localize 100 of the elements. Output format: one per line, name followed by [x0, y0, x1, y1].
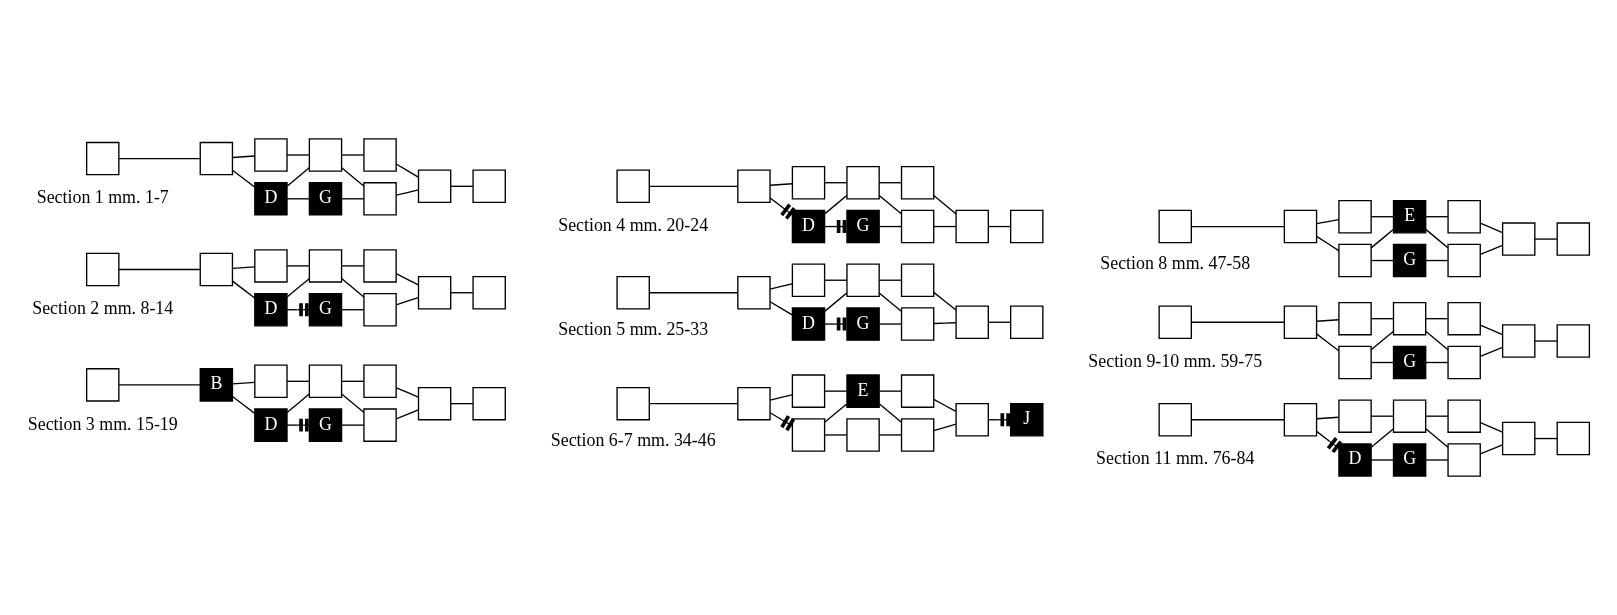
node-box: [472, 386, 506, 421]
node-box: [1501, 222, 1536, 256]
connector: [769, 197, 796, 220]
node-box: [86, 252, 120, 287]
connector: [286, 198, 310, 200]
connector: [1315, 333, 1340, 352]
connector: [933, 322, 957, 325]
connector: [1479, 444, 1504, 455]
node-box: [199, 252, 234, 287]
node-box: [254, 138, 288, 172]
label: Section 6-7 mm. 34-46: [550, 429, 716, 450]
connector: [987, 225, 1012, 228]
node-box: J: [1010, 403, 1044, 437]
connector: [231, 280, 256, 299]
connector: [286, 393, 310, 414]
node-box: [254, 364, 288, 399]
node-box: G: [1392, 243, 1427, 278]
node-box: [1338, 345, 1372, 380]
connector: [118, 384, 201, 386]
connector: [1370, 415, 1394, 417]
connector: [1479, 222, 1504, 234]
node-box: [1556, 324, 1591, 358]
connector: [769, 301, 793, 316]
node-box: [363, 249, 397, 283]
node-box: [900, 165, 935, 200]
node-box: [1283, 209, 1318, 244]
node-box: [86, 141, 120, 176]
node-box: [363, 364, 397, 399]
connector: [231, 395, 256, 415]
node-box: [1338, 301, 1372, 336]
node-box: [1556, 421, 1591, 456]
connector: [878, 403, 902, 423]
connector: [648, 292, 739, 294]
connector: [1479, 421, 1504, 433]
node-box: [417, 275, 452, 310]
node-box: [1447, 199, 1481, 234]
connector: [878, 194, 902, 215]
connector: [286, 418, 310, 432]
node-box: [1392, 399, 1427, 433]
node-box: [616, 386, 650, 421]
connector: [769, 183, 793, 186]
connector: [340, 198, 365, 200]
connector: [1479, 324, 1504, 336]
connector: [878, 434, 902, 436]
connector: [450, 403, 474, 405]
node-box: [1158, 209, 1192, 244]
node-box: [846, 418, 880, 452]
node-box: [472, 275, 506, 310]
node-box: [900, 209, 935, 244]
node-box: G: [846, 209, 880, 244]
connector: [1534, 340, 1558, 342]
connector: [340, 154, 365, 156]
node-box: [254, 249, 288, 283]
node-box: [737, 169, 771, 204]
connector: [648, 403, 739, 405]
node-box: B: [199, 368, 234, 402]
node-box: D: [1338, 443, 1372, 477]
connector: [933, 225, 957, 228]
connector: [824, 182, 848, 184]
node-box: [955, 305, 989, 340]
connector: [1315, 319, 1340, 322]
connector: [340, 167, 365, 187]
node-box: [1447, 345, 1481, 380]
connector: [1425, 259, 1449, 262]
connector: [1190, 225, 1285, 228]
connector: [987, 321, 1012, 323]
connector: [824, 279, 848, 281]
connector: [769, 283, 793, 290]
connector: [1370, 228, 1394, 249]
connector: [395, 387, 419, 398]
connector: [933, 398, 957, 413]
node-box: [1010, 305, 1044, 340]
connector: [878, 323, 902, 325]
node-box: [1010, 209, 1044, 244]
label: Section 2 mm. 8-14: [32, 298, 174, 319]
label: Section 5 mm. 25-33: [558, 318, 709, 339]
connector: [1190, 321, 1285, 323]
node-box: D: [791, 307, 826, 341]
connector: [286, 167, 310, 187]
node-box: [308, 364, 343, 399]
connector: [1425, 428, 1449, 448]
connector: [1425, 415, 1449, 417]
connector: [1425, 228, 1449, 249]
connector: [118, 268, 201, 271]
connector: [1425, 216, 1449, 218]
node-box: [737, 386, 771, 421]
node-box: [955, 403, 989, 437]
node-box: [1447, 443, 1481, 477]
connector: [824, 403, 848, 423]
node-box: [1392, 301, 1427, 336]
node-box: [955, 209, 989, 244]
connector: [878, 182, 902, 184]
node-box: [791, 418, 826, 452]
node-box: [616, 275, 650, 310]
node-box: E: [1392, 199, 1427, 234]
connector: [648, 185, 739, 187]
node-box: [1556, 222, 1591, 256]
node-box: [1447, 399, 1481, 433]
connector: [1315, 416, 1340, 420]
node-box: [846, 263, 880, 297]
